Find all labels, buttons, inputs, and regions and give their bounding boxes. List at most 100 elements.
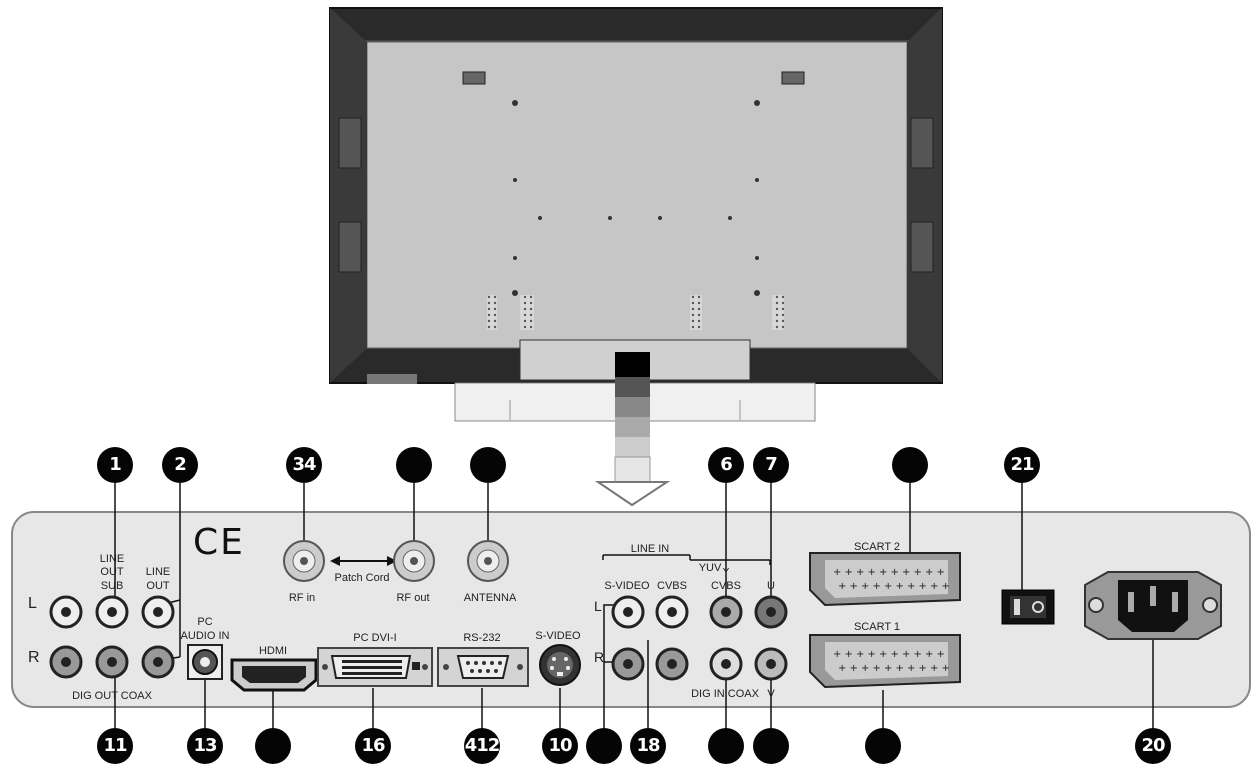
scart-pin: + (856, 649, 864, 660)
label-l-2: L (594, 598, 602, 614)
callout-21: 21 (1004, 447, 1040, 483)
scart-pin: + (833, 567, 841, 578)
callout-34: 34 (286, 447, 322, 483)
scart-pin: + (850, 581, 858, 592)
scart-pin: + (914, 649, 922, 660)
scart-2-port: ++++++++++++++++++++ (809, 552, 961, 607)
scart-pin: + (919, 663, 927, 674)
label-hdmi: HDMI (258, 645, 288, 657)
scart-pin: + (868, 649, 876, 660)
label-line-out-sub-1: LINE (99, 553, 125, 565)
scart-pin: + (833, 649, 841, 660)
rf-connectors (283, 540, 509, 582)
label-dig-out-coax: DIG OUT COAX (72, 690, 152, 702)
label-scart2: SCART 2 (853, 541, 901, 553)
hdmi-port (230, 658, 318, 692)
pc-audio-in-jack (187, 644, 223, 680)
rca-line-out-r (49, 645, 83, 679)
rca-line-in-svideo-l (611, 595, 645, 629)
label-l: L (28, 595, 37, 612)
scart-pin: + (919, 581, 927, 592)
callout-rf-out (396, 447, 432, 483)
scart-pin: + (884, 663, 892, 674)
scart-pin: + (838, 581, 846, 592)
tv-rear-view (329, 7, 943, 422)
scart-1-port: ++++++++++++++++++++ (809, 634, 961, 689)
callout-1: 1 (97, 447, 133, 483)
label-v: V (767, 688, 775, 700)
scart-pin: + (856, 567, 864, 578)
label-r-2: R (594, 649, 605, 665)
scart-pin: + (873, 663, 881, 674)
callout-line-in (586, 728, 622, 764)
label-rf-out: RF out (396, 592, 430, 604)
callout-11: 11 (97, 728, 133, 764)
rca-yuv-y (709, 595, 743, 629)
label-rf-in: RF in (288, 592, 316, 604)
rca-line-out-r2 (141, 645, 175, 679)
scart-pin: + (873, 581, 881, 592)
scart-pin: + (861, 581, 869, 592)
callout-18: 18 (630, 728, 666, 764)
rca-line-in-svideo-r (611, 647, 645, 681)
scart-pin: + (861, 663, 869, 674)
rf-out-connector (393, 540, 435, 582)
callout-13: 13 (187, 728, 223, 764)
label-antenna: ANTENNA (463, 592, 517, 604)
scart-pin: + (930, 663, 938, 674)
label-line-out-sub-2: OUT (100, 566, 124, 578)
label-line-in: LINE IN (630, 543, 670, 555)
scart-pin: + (942, 663, 950, 674)
label-line-out-2: OUT (146, 580, 170, 592)
scart-pin: + (891, 567, 899, 578)
scart-pin: + (838, 663, 846, 674)
rca-dig-in-coax (709, 647, 743, 681)
rca-line-out-l (49, 595, 83, 629)
callout-antenna (470, 447, 506, 483)
callout-6: 6 (708, 447, 744, 483)
scart-pin: + (907, 663, 915, 674)
svideo-port (539, 644, 581, 686)
callout-dig-in (708, 728, 744, 764)
rca-line-in-cvbs-l (655, 595, 689, 629)
rca-yuv-u (754, 595, 788, 629)
rca-jacks (49, 595, 788, 681)
callout-10: 10 (542, 728, 578, 764)
label-yuv: YUV (698, 562, 722, 574)
scart-pin: + (891, 649, 899, 660)
callout-16: 16 (355, 728, 391, 764)
scart-pin: + (884, 581, 892, 592)
scart-pin: + (896, 581, 904, 592)
scart-pin: + (902, 649, 910, 660)
label-patch-cord: Patch Cord (334, 572, 390, 584)
label-cvbs: CVBS (657, 580, 687, 592)
callout-7: 7 (753, 447, 789, 483)
scart-pin: + (879, 649, 887, 660)
label-scart1: SCART 1 (853, 621, 901, 633)
patch-cord-arrow (330, 556, 397, 566)
scart-pin: + (850, 663, 858, 674)
callout-scart2 (892, 447, 928, 483)
label-rs232: RS-232 (463, 632, 501, 644)
scart-pin: + (879, 567, 887, 578)
callout-scart1 (865, 728, 901, 764)
rca-dig-out-coax (95, 645, 129, 679)
rca-sub-out (95, 595, 129, 629)
ce-mark: CE (193, 522, 245, 563)
scart-pin: + (925, 567, 933, 578)
label-dig-in-coax: DIG IN COAX (691, 688, 759, 700)
rca-line-in-cvbs-r (655, 647, 689, 681)
rca-line-out (141, 595, 175, 629)
label-s-video-main: S-VIDEO (535, 630, 581, 642)
label-pc-audio-in-2: AUDIO IN (180, 630, 230, 642)
rs232-port (437, 647, 529, 687)
label-u: U (767, 580, 775, 592)
label-s-video: S-VIDEO (604, 580, 650, 592)
scart-pin: + (902, 567, 910, 578)
scart-pin: + (942, 581, 950, 592)
label-line-out-1: LINE (145, 566, 171, 578)
scart-pin: + (868, 567, 876, 578)
scart-pin: + (907, 581, 915, 592)
